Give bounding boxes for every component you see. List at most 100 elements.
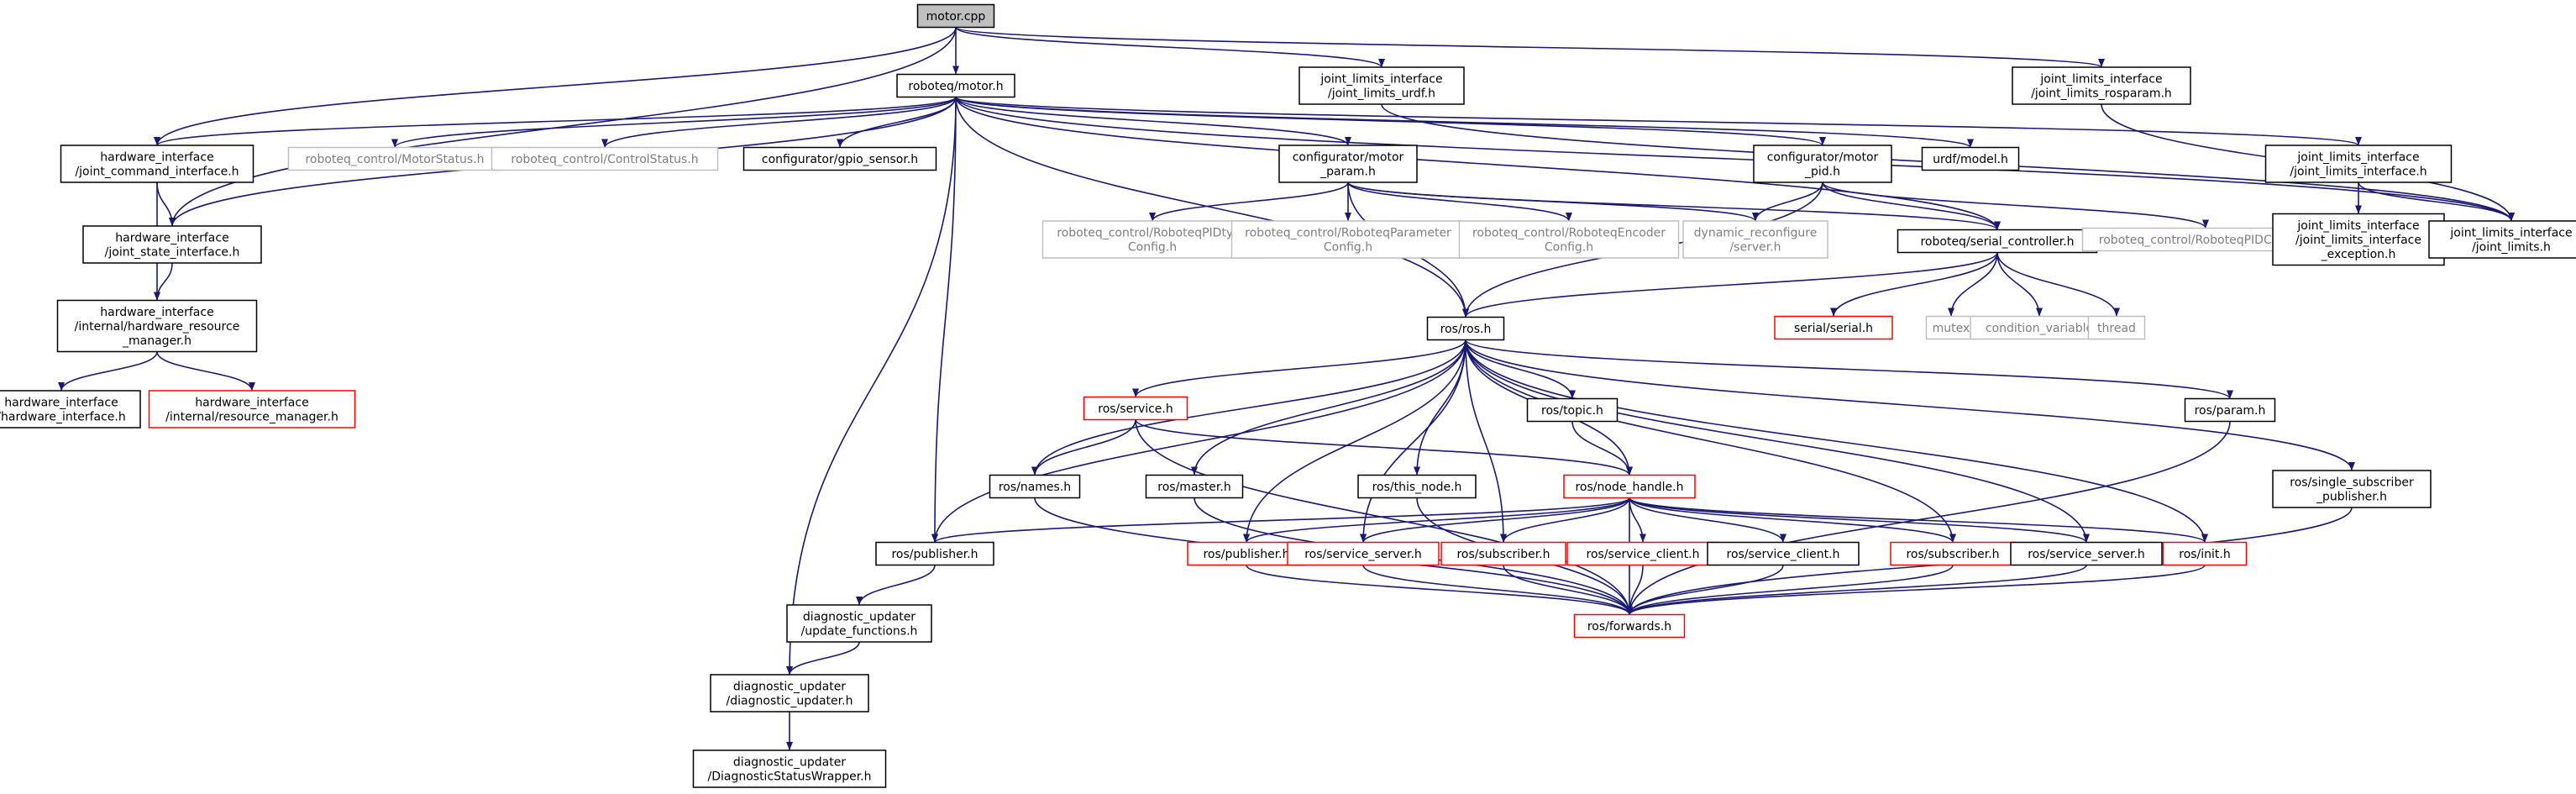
node-box[interactable]	[148, 390, 356, 429]
node-box[interactable]	[1230, 220, 1466, 259]
node-box[interactable]	[1440, 541, 1566, 566]
node-box[interactable]	[742, 146, 937, 171]
node-jl-urdf[interactable]: joint_limits_interface/joint_limits_urdf…	[1298, 66, 1465, 105]
node-ros-ssp[interactable]: ros/single_subscriber_publisher.h	[2272, 470, 2432, 508]
node-box[interactable]	[1187, 541, 1306, 566]
node-box[interactable]	[1921, 146, 2020, 171]
node-hi-hrm[interactable]: hardware_interface/internal/hardware_res…	[56, 299, 258, 353]
node-ros-topic[interactable]: ros/topic.h	[1526, 397, 1619, 423]
node-box[interactable]	[1897, 229, 2098, 254]
node-box[interactable]	[1083, 396, 1188, 421]
node-box[interactable]	[1298, 66, 1465, 105]
node-box[interactable]	[2428, 220, 2576, 259]
node-box[interactable]	[491, 146, 719, 171]
node-box[interactable]	[1145, 474, 1244, 499]
edge-line	[1500, 497, 1630, 543]
node-box[interactable]	[2272, 470, 2432, 508]
node-box[interactable]	[1566, 541, 1719, 566]
node-box[interactable]	[2272, 213, 2445, 266]
node-ros-this-node[interactable]: ros/this_node.h	[1357, 474, 1477, 499]
node-ros-subscriber-r2[interactable]: ros/subscriber.h	[1890, 541, 2016, 566]
node-box[interactable]	[2264, 145, 2453, 183]
node-box[interactable]	[2184, 397, 2276, 423]
node-box[interactable]	[1563, 474, 1696, 499]
node-motor-cpp[interactable]: motor.cpp	[916, 3, 995, 29]
node-box[interactable]	[2012, 66, 2191, 105]
node-ros-service-server-r[interactable]: ros/service_server.h	[1287, 541, 1440, 566]
node-hi-jci[interactable]: hardware_interface/joint_command_interfa…	[60, 145, 254, 183]
node-serial-serial[interactable]: serial/serial.h	[1774, 315, 1893, 340]
node-mutex[interactable]: mutex	[1925, 315, 1977, 340]
node-jl-rosparam[interactable]: joint_limits_interface/joint_limits_rosp…	[2012, 66, 2191, 105]
node-label-line: roboteq_control/RoboteqParameter	[1245, 226, 1451, 239]
node-box[interactable]	[692, 749, 887, 788]
node-ros-ros[interactable]: ros/ros.h	[1426, 316, 1505, 341]
node-box[interactable]	[1774, 315, 1893, 340]
node-ros-service-client-r[interactable]: ros/service_client.h	[1566, 541, 1719, 566]
node-box[interactable]	[1753, 145, 1892, 183]
node-box[interactable]	[916, 3, 995, 29]
node-serial-ctrl[interactable]: roboteq/serial_controller.h	[1897, 229, 2098, 254]
node-box[interactable]	[56, 299, 258, 353]
node-box[interactable]	[1458, 220, 1680, 259]
node-box[interactable]	[1278, 145, 1418, 183]
node-box[interactable]	[60, 145, 254, 183]
node-ros-service-client-b[interactable]: ros/service_client.h	[1707, 541, 1860, 566]
node-box[interactable]	[1890, 541, 2016, 566]
node-diag-wrapper[interactable]: diagnostic_updater/DiagnosticStatusWrapp…	[692, 749, 887, 788]
node-box[interactable]	[2010, 541, 2163, 566]
node-box[interactable]	[786, 604, 932, 643]
node-box[interactable]	[1925, 315, 1977, 340]
node-gpio-sensor[interactable]: configurator/gpio_sensor.h	[742, 146, 937, 171]
node-box[interactable]	[1287, 541, 1440, 566]
node-box[interactable]	[1426, 316, 1505, 341]
node-jl-limits[interactable]: joint_limits_interface/joint_limits.h	[2428, 220, 2576, 259]
node-box[interactable]	[1970, 315, 2109, 340]
node-box[interactable]	[1526, 397, 1619, 423]
node-cond-var[interactable]: condition_variable	[1970, 315, 2109, 340]
node-ros-names[interactable]: ros/names.h	[989, 474, 1081, 499]
node-motor-pid[interactable]: configurator/motor_pid.h	[1753, 145, 1892, 183]
node-diag-update-fn[interactable]: diagnostic_updater/update_functions.h	[786, 604, 932, 643]
node-urdf-model[interactable]: urdf/model.h	[1921, 146, 2020, 171]
node-box[interactable]	[287, 146, 502, 171]
node-hi-rm[interactable]: hardware_interface/internal/resource_man…	[148, 390, 356, 429]
node-ros-init[interactable]: ros/init.h	[2162, 541, 2248, 566]
node-box[interactable]	[82, 225, 262, 264]
node-jl-exception[interactable]: joint_limits_interface/joint_limits_inte…	[2272, 213, 2445, 266]
node-ros-node-handle[interactable]: ros/node_handle.h	[1563, 474, 1696, 499]
node-hi-hi[interactable]: hardware_interface/hardware_interface.h	[0, 390, 141, 429]
node-box[interactable]	[2162, 541, 2248, 566]
node-box[interactable]	[989, 474, 1081, 499]
node-ros-param[interactable]: ros/param.h	[2184, 397, 2276, 423]
edge-hi_jci-to-hi_jsi	[156, 181, 176, 227]
node-ros-service[interactable]: ros/service.h	[1083, 396, 1188, 421]
node-box[interactable]	[2087, 315, 2146, 340]
node-rc-motorstatus[interactable]: roboteq_control/MotorStatus.h	[287, 146, 502, 171]
node-box[interactable]	[875, 541, 994, 566]
node-ros-service-server-b[interactable]: ros/service_server.h	[2010, 541, 2163, 566]
node-rc-controlstatus[interactable]: roboteq_control/ControlStatus.h	[491, 146, 719, 171]
node-ros-publisher-b[interactable]: ros/publisher.h	[875, 541, 994, 566]
node-box[interactable]	[1357, 474, 1477, 499]
node-box[interactable]	[0, 390, 141, 429]
node-roboteq-motor[interactable]: roboteq/motor.h	[896, 73, 1015, 98]
node-box[interactable]	[710, 674, 869, 712]
node-ros-forwards[interactable]: ros/forwards.h	[1573, 613, 1686, 639]
node-box[interactable]	[1707, 541, 1860, 566]
node-box[interactable]	[1573, 613, 1686, 639]
node-ros-subscriber-r1[interactable]: ros/subscriber.h	[1440, 541, 1566, 566]
node-jl-interface[interactable]: joint_limits_interface/joint_limits_inte…	[2264, 145, 2453, 183]
node-diag-updater[interactable]: diagnostic_updater/diagnostic_updater.h	[710, 674, 869, 712]
node-box[interactable]	[1682, 220, 1828, 259]
node-thread[interactable]: thread	[2087, 315, 2146, 340]
node-ros-publisher-r[interactable]: ros/publisher.h	[1187, 541, 1306, 566]
node-box[interactable]	[896, 73, 1015, 98]
node-hi-jsi[interactable]: hardware_interface/joint_state_interface…	[82, 225, 262, 264]
node-ros-master[interactable]: ros/master.h	[1145, 474, 1244, 499]
node-dyn-reconf[interactable]: dynamic_reconfigure/server.h	[1682, 220, 1828, 259]
node-motor-param[interactable]: configurator/motor_param.h	[1278, 145, 1418, 183]
